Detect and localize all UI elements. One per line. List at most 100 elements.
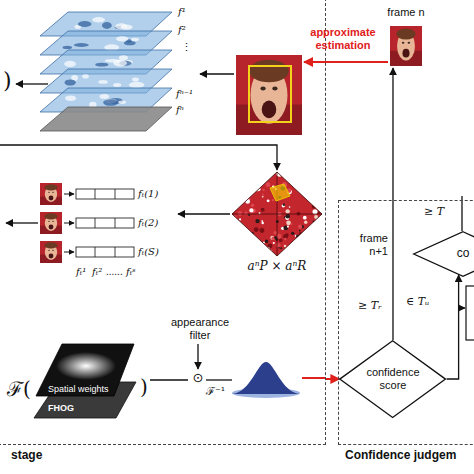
crowd-dot <box>236 228 240 232</box>
photo-background <box>40 212 62 234</box>
arrow-line <box>64 223 74 224</box>
face-photo <box>40 183 62 205</box>
arrow-line <box>64 252 74 253</box>
pyramid-edge <box>232 214 277 215</box>
crowd-dot <box>284 238 287 241</box>
layer-texture <box>65 79 76 85</box>
crowd-dot <box>236 239 241 244</box>
arrow-line <box>276 150 277 170</box>
frame-picture: frame n <box>384 6 428 68</box>
crowd-dot <box>261 222 263 224</box>
text-label: aⁿP × aⁿR <box>248 260 307 274</box>
crowd-dot <box>310 192 313 195</box>
crowd-dot <box>255 249 259 253</box>
photo-background <box>40 183 62 205</box>
layer-texture <box>103 99 118 106</box>
layer-texture <box>115 23 127 29</box>
node-text: co <box>457 247 470 261</box>
eye <box>48 250 50 251</box>
wire-line <box>206 379 232 380</box>
crowd-dot <box>268 253 271 256</box>
feature-cell <box>115 247 116 257</box>
hair <box>44 242 57 248</box>
crowd-dot <box>249 208 253 212</box>
crowd-dot <box>232 242 236 246</box>
crowd-dot <box>240 198 242 200</box>
eye <box>408 42 411 44</box>
crowd-dot <box>237 184 242 189</box>
scale-layer <box>40 107 172 131</box>
arrow-line <box>16 83 48 84</box>
crowd-dot <box>311 201 313 203</box>
crowd-dot <box>316 200 318 202</box>
eye <box>48 221 50 222</box>
hair <box>249 60 289 82</box>
crowd-dot <box>299 177 301 179</box>
layer-texture <box>65 95 76 101</box>
crowd-dot <box>262 189 264 191</box>
crowd-dot <box>283 204 285 206</box>
crowd-dot <box>312 178 314 180</box>
decision-diamond: confidence score <box>339 340 446 418</box>
face-photo <box>236 55 302 135</box>
text-label: f² <box>178 24 186 36</box>
edge-label: frame n+1 <box>356 232 388 257</box>
text-label: appearance filter <box>164 316 236 341</box>
spatial-weight-plane <box>36 344 134 396</box>
crowd-dot <box>244 195 246 197</box>
tracking-box <box>249 66 291 122</box>
crowd-dot <box>291 232 294 235</box>
crowd-dot <box>232 187 234 189</box>
crowd-dot <box>260 174 264 178</box>
crowd-dot <box>292 247 295 250</box>
crowd-dot <box>283 226 288 231</box>
text-label: fₜˢ <box>126 266 136 278</box>
eye <box>48 192 50 193</box>
crowd-dot <box>237 227 241 231</box>
eye <box>260 87 265 91</box>
crowd-dot <box>235 184 240 189</box>
layer-texture <box>64 61 76 67</box>
crowd-dot <box>284 173 288 177</box>
crowd-dot <box>320 254 322 256</box>
crowd-dot <box>287 226 289 228</box>
crowd-dot <box>260 255 262 257</box>
text-label: fₜ¹ <box>76 266 86 278</box>
pyramid-edge <box>277 214 322 215</box>
layer-texture <box>116 36 128 41</box>
diamond-shape <box>414 232 474 277</box>
arrow-line <box>200 73 234 74</box>
crowd-dot <box>265 240 269 244</box>
diamond-shape <box>340 341 446 418</box>
crowd-dot <box>318 244 323 249</box>
crowd-dot <box>248 214 250 216</box>
text-label: ⊙ <box>193 371 204 386</box>
text-label: ℱ⁻¹ <box>206 386 225 399</box>
text-label: fₜ² <box>92 266 102 278</box>
pyramid-edge <box>277 214 278 256</box>
arrow-line <box>64 194 74 195</box>
crowd-dot <box>304 220 307 223</box>
text-label: fₜ(S) <box>138 246 159 258</box>
fhog-plane <box>34 382 136 418</box>
arrow-line <box>178 213 230 214</box>
node-text: confidence score <box>361 366 425 391</box>
text-label: fⁿ⁻¹ <box>176 88 193 100</box>
crowd-dot <box>261 220 263 222</box>
connector-arrow <box>447 275 459 379</box>
layer-texture <box>99 94 109 99</box>
crowd-dot <box>280 247 282 249</box>
text-label: ⋮ <box>181 42 192 55</box>
crowd-dot <box>297 245 299 247</box>
search-pyramid <box>232 172 322 256</box>
crowd-dot <box>243 255 245 257</box>
crowd-dot <box>247 252 251 256</box>
crowd-dot <box>247 183 251 187</box>
crowd-dot <box>251 203 254 206</box>
crowd-dot <box>237 183 241 187</box>
crowd-dot <box>307 252 310 255</box>
crowd-dot <box>253 182 255 184</box>
open-mouth <box>262 101 277 119</box>
layer-texture <box>92 17 105 22</box>
